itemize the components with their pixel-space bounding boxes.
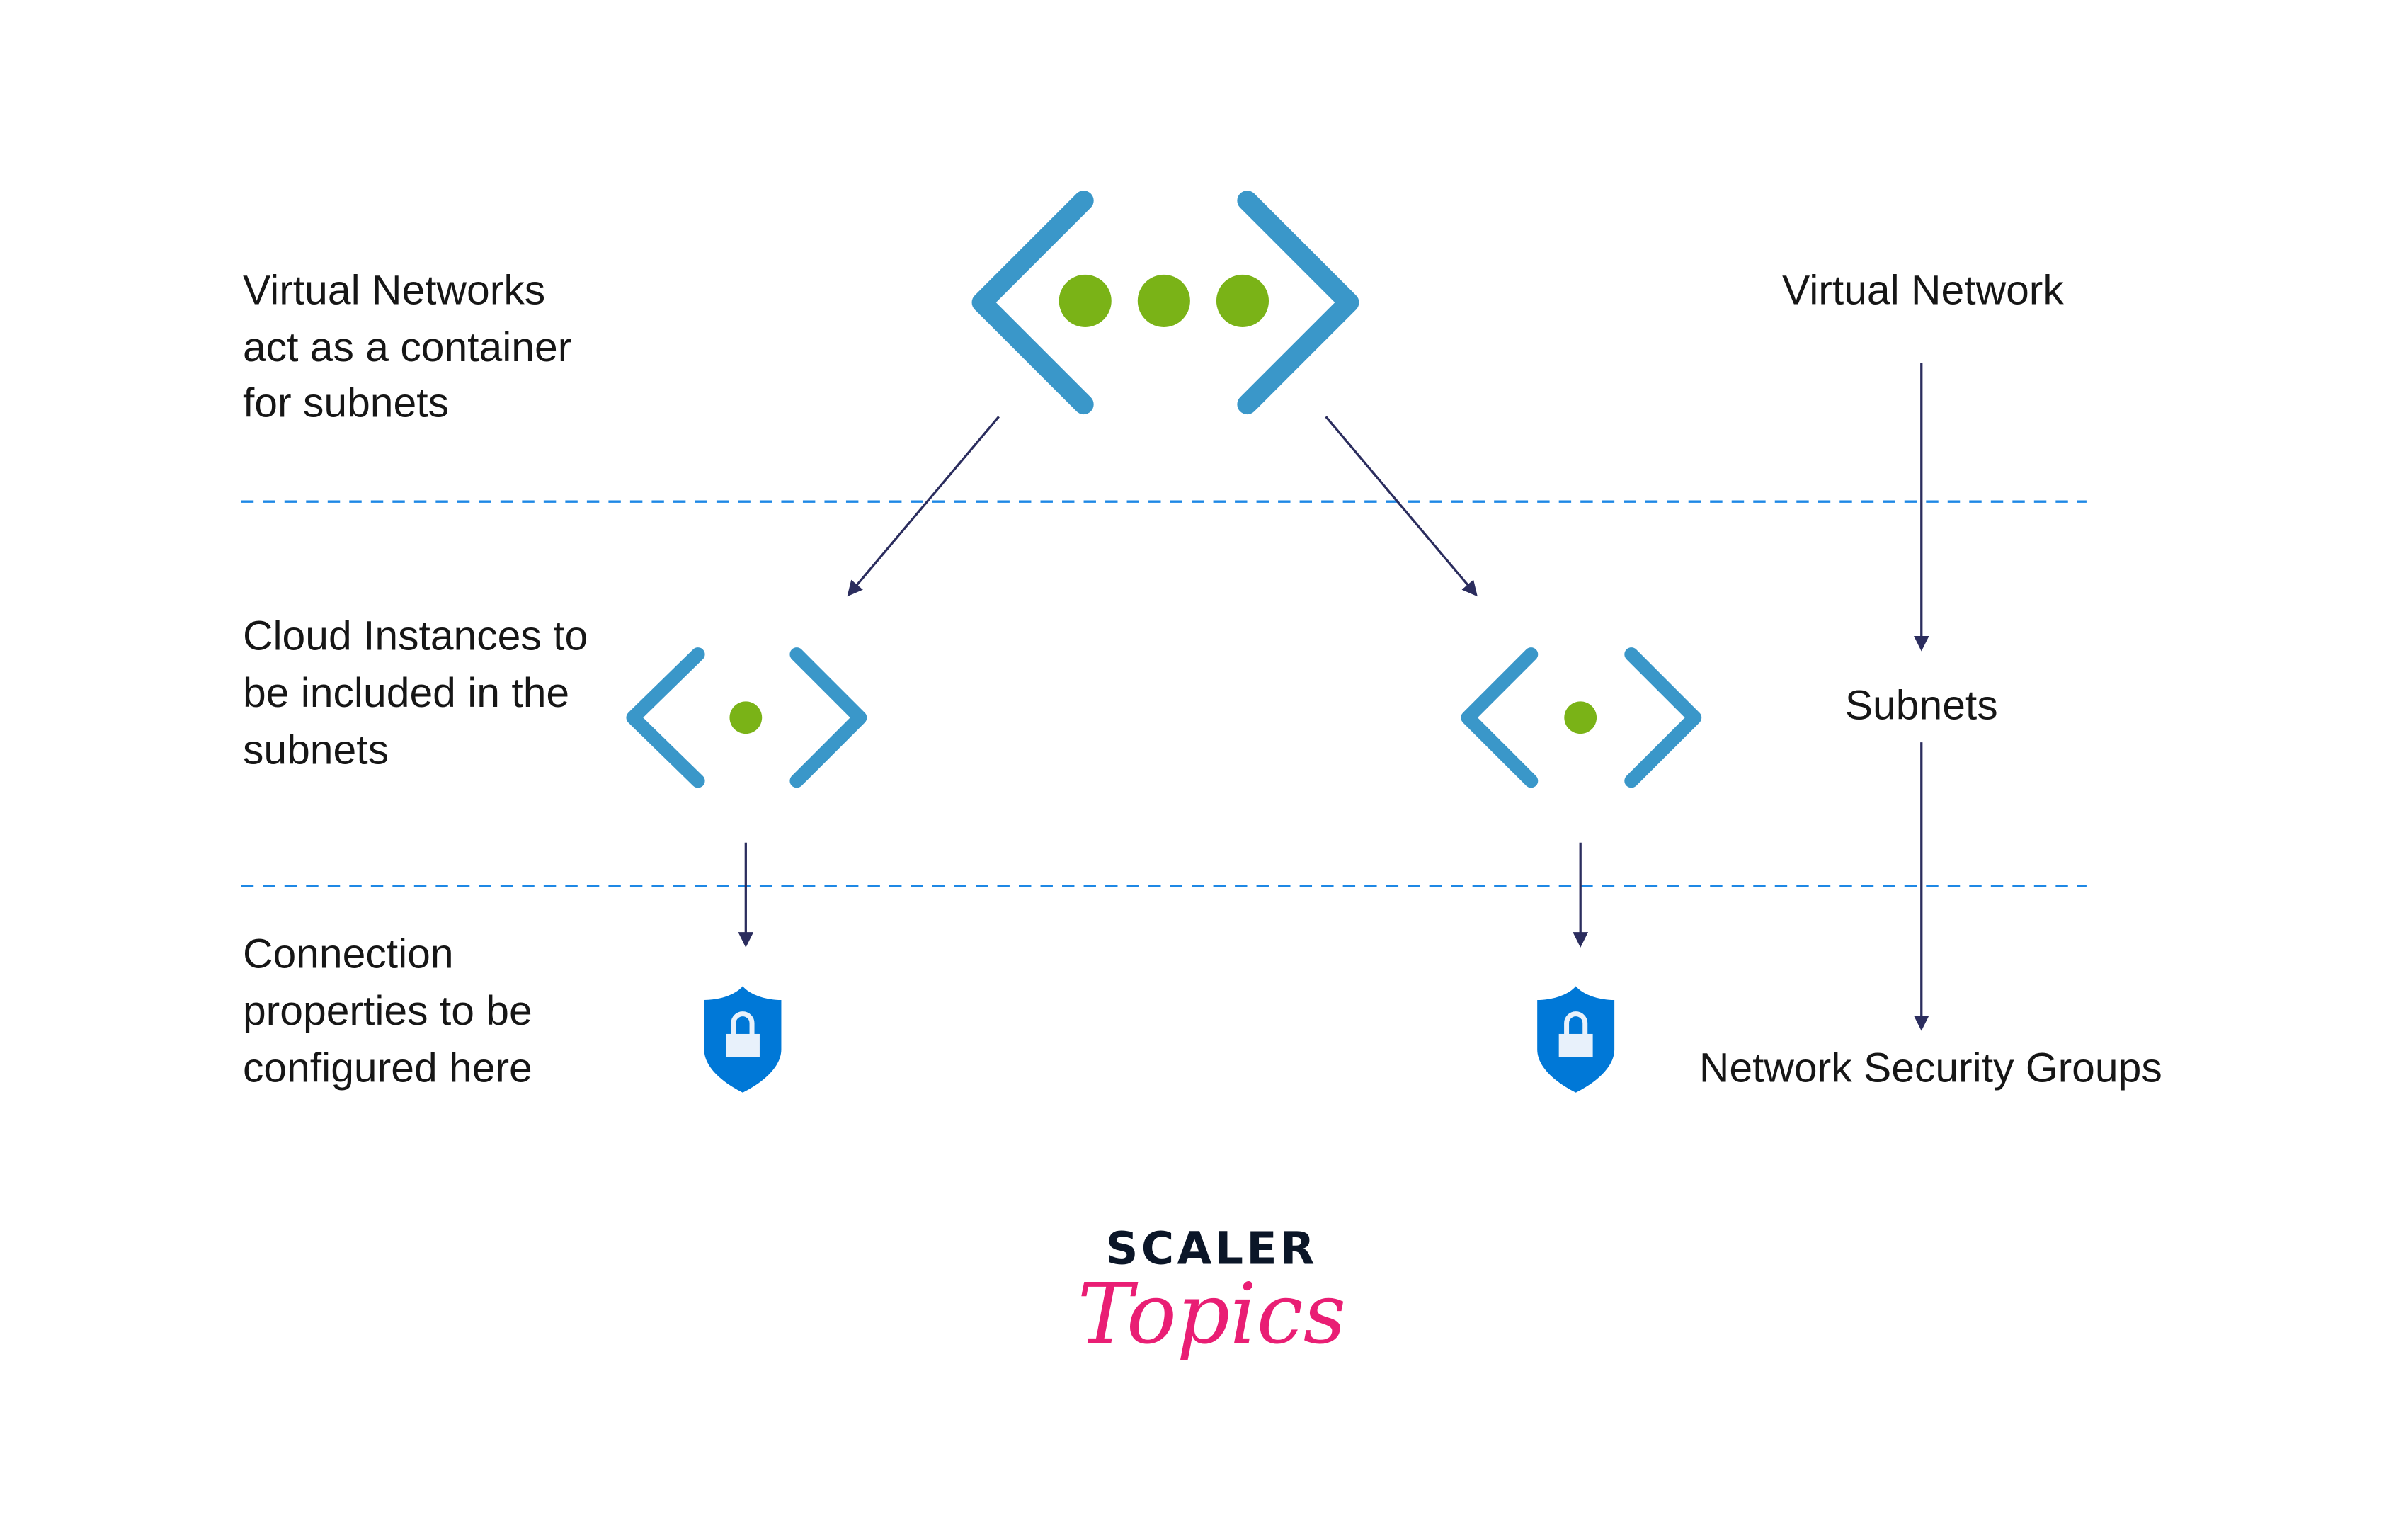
svg-text:SCALER: SCALER — [1106, 1222, 1318, 1275]
arrow-vnet-to-subnet-right — [1325, 416, 1478, 597]
label-virtual-network: Virtual Network — [1782, 267, 2064, 313]
svg-text:Topics: Topics — [1078, 1266, 1346, 1363]
virtual-network-icon — [971, 191, 1359, 415]
label-network-security-groups: Network Security Groups — [1699, 1045, 2162, 1091]
arrow-vnet-to-subnet-left — [847, 416, 1000, 597]
label-connection-properties: Connection properties to be configured h… — [243, 931, 544, 1091]
label-virtual-networks: Virtual Networks act as a container for … — [243, 267, 583, 426]
label-cloud-instances: Cloud Instances to be included in the su… — [243, 613, 600, 773]
subnet-icon — [1461, 647, 1702, 788]
subnet-icon — [626, 647, 867, 788]
shield-lock-icon — [1537, 986, 1615, 1093]
shield-lock-icon — [704, 986, 782, 1093]
scaler-topics-logo: SCALER Topics — [1078, 1222, 1346, 1363]
label-subnets: Subnets — [1845, 682, 1998, 728]
